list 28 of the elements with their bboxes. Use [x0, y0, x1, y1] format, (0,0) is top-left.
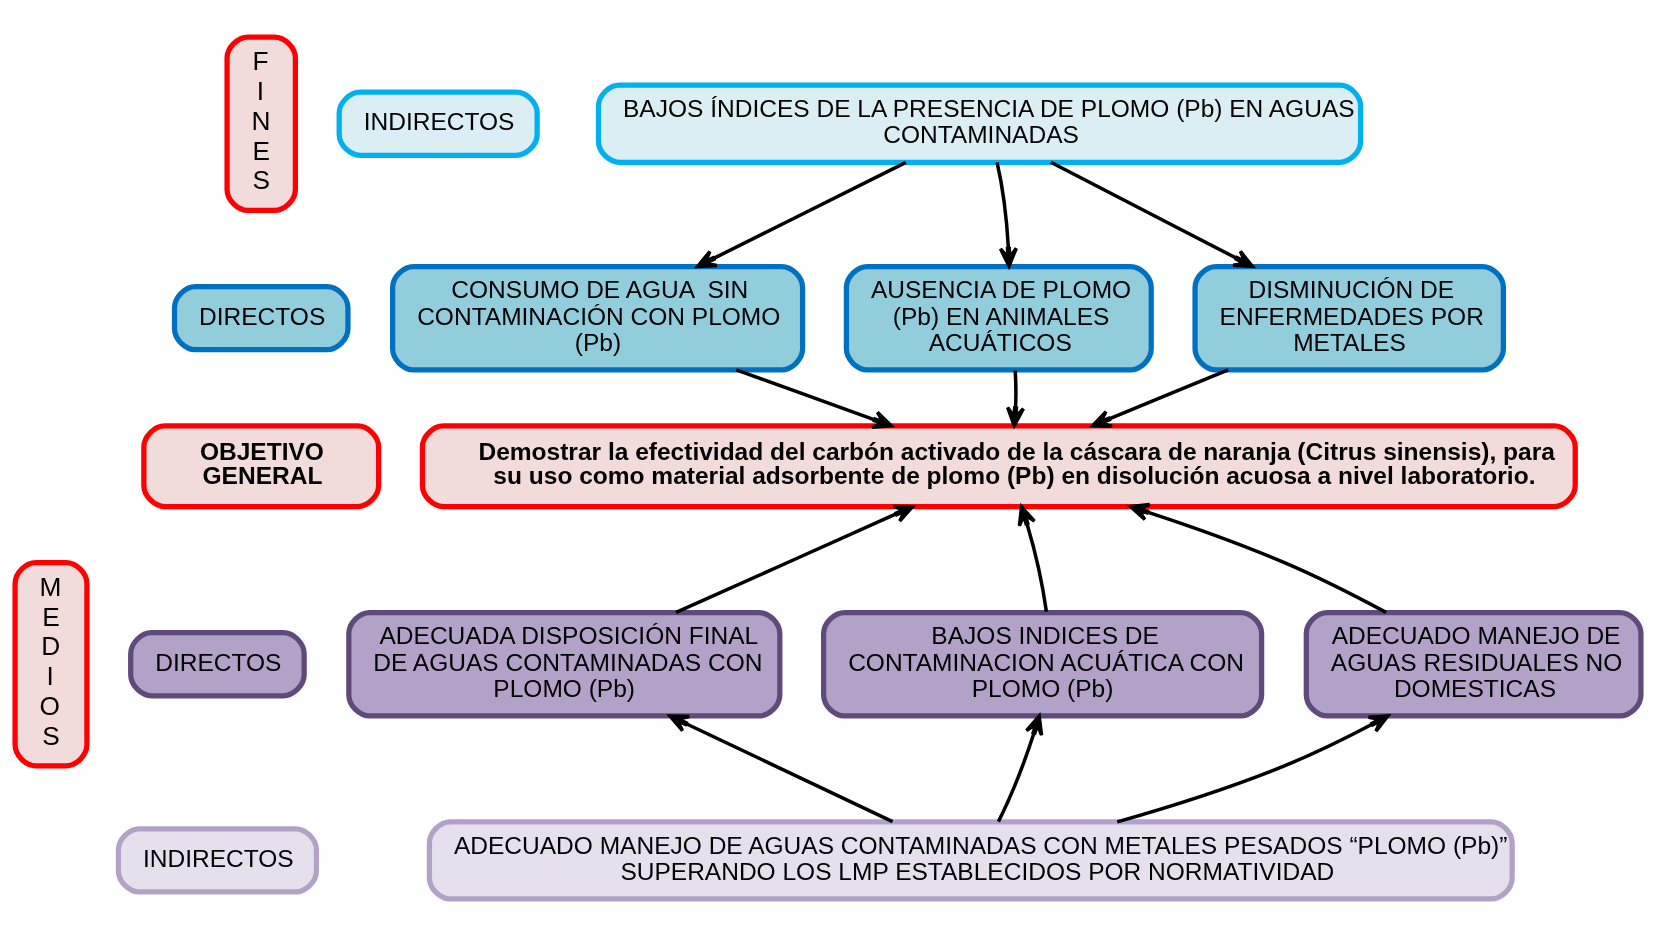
arrow [1128, 502, 1387, 614]
node-box: MEDIOS [12, 559, 90, 768]
node-box: BAJOS INDICES DE CONTAMINACION ACUÁTICA CON PLOMO (Pb) [821, 609, 1265, 719]
node-box: INDIRECTOS [336, 89, 540, 158]
node-box: DIRECTOS [128, 629, 307, 698]
node-box: ADECUADA DISPOSICIÓN FINAL DE AGUAS CONTAMINADAS CON PLOMO (Pb) [346, 609, 783, 719]
node-box: ADECUADO MANEJO DE AGUAS CONTAMINADAS CON METALES PESADOS “PLOMO (Pb)” SUPERANDO LOS LMP ESTABLECIDOS POR NORMATIVIDAD [426, 818, 1515, 902]
arrow [696, 160, 907, 268]
arrow [1050, 160, 1255, 268]
node-box: DISMINUCIÓN DE ENFERMEDADES POR METALES [1192, 263, 1507, 372]
arrow [1116, 713, 1390, 823]
arrow [735, 367, 893, 429]
node-box: CONSUMO DE AGUA SIN CONTAMINACIÓN CON PLOMO (Pb) [390, 263, 806, 372]
node-box: INDIRECTOS [115, 825, 320, 895]
arrow [668, 713, 894, 823]
node-box: BAJOS ÍNDICES DE LA PRESENCIA DE PLOMO (Pb) EN AGUAS CONTAMINADAS [595, 82, 1364, 165]
node-box: FINES [224, 33, 298, 213]
node-box: DIRECTOS [171, 283, 351, 352]
node-box: Demostrar la efectividad del carbón activado de la cáscara de naranja (Citrus sinensis), para su uso como material adsorbente de plomo (Pb) en disolución acuosa a nivel laboratorio. [419, 422, 1578, 509]
arrow [995, 161, 1018, 268]
arrow [1091, 367, 1229, 428]
arrow [675, 504, 915, 614]
node-box: AUSENCIA DE PLOMO (Pb) EN ANIMALES ACUÁTICOS [843, 263, 1154, 372]
arrow [996, 713, 1044, 822]
arrow [1017, 504, 1049, 612]
arrow [1005, 369, 1026, 427]
node-box: OBJETIVO GENERAL [141, 422, 382, 509]
node-box: ADECUADO MANEJO DE AGUAS RESIDUALES NO DOMESTICAS [1303, 609, 1644, 719]
